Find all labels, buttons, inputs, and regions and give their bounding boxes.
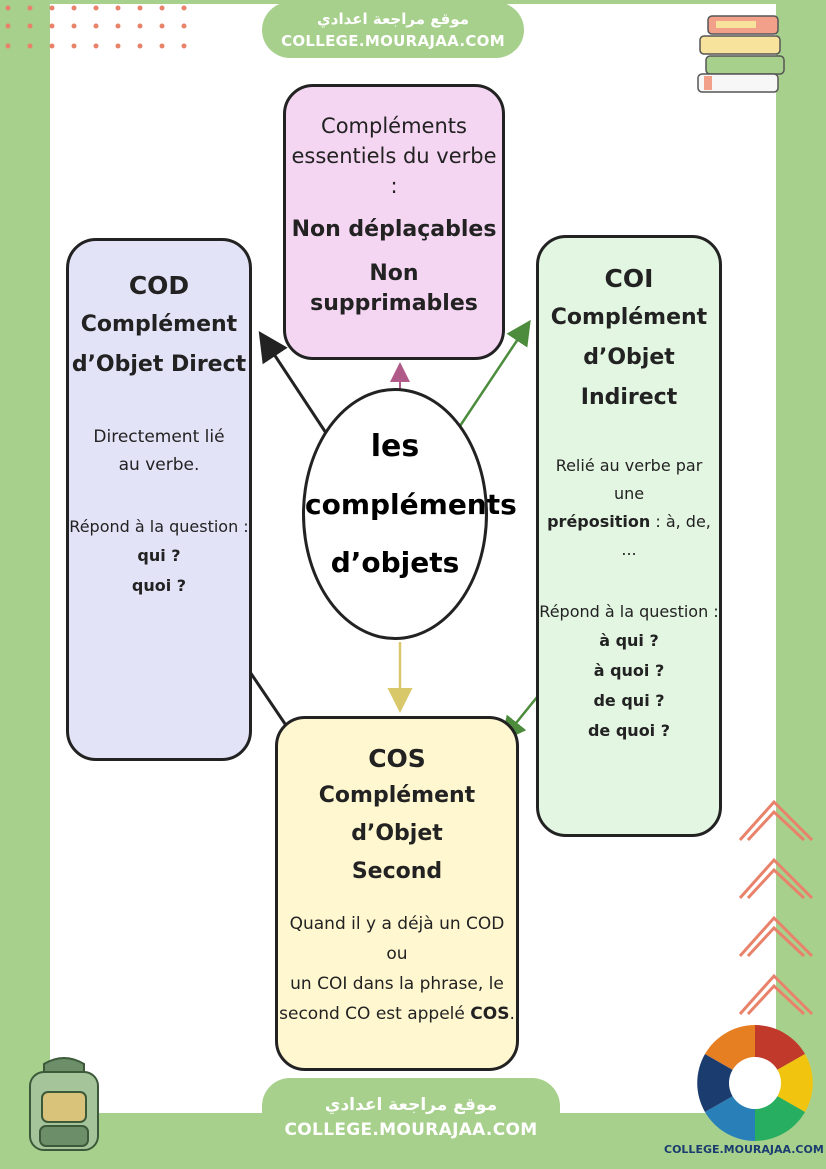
top-box-line3: Non déplaçables — [291, 217, 497, 242]
center-line-3: d’objets — [330, 546, 460, 579]
cos-desc-3: second CO est appelé COS. — [278, 999, 516, 1029]
top-box-line2: essentiels du verbe : — [291, 144, 497, 198]
cod-subtitle-2: d’Objet Direct — [71, 352, 247, 377]
cos-desc-2: un COI dans la phrase, le — [290, 974, 504, 994]
banner-arabic-title: موقع مراجعة اعدادي — [317, 10, 469, 28]
school-logo-icon — [697, 1025, 813, 1141]
cod-title: COD — [128, 271, 190, 300]
cos-desc-3-end: . — [509, 1004, 515, 1024]
footer-arabic-title: موقع مراجعة اعدادي — [324, 1095, 498, 1115]
cos-desc-3-plain: second CO est appelé — [279, 1004, 471, 1024]
coi-answer: à quoi ? — [593, 661, 665, 680]
coi-title: COI — [604, 264, 654, 293]
decorative-dots — [5, 5, 187, 49]
coi-answer: de qui ? — [593, 691, 665, 710]
cos-subtitle-1: Complément d’Objet — [318, 783, 476, 846]
coi-answer: à qui ? — [599, 631, 659, 650]
coi-question: Répond à la question : — [539, 602, 719, 621]
coi-desc-2: préposition : à, de, ... — [539, 508, 719, 564]
center-line-1: les — [370, 429, 420, 464]
cos-subtitle-2: Second — [351, 859, 443, 884]
coi-desc-2-rest: : à, de, ... — [621, 512, 711, 559]
footer-site-link[interactable]: COLLEGE.MOURAJAA.COM — [284, 1120, 538, 1140]
logo-caption: COLLEGE.MOURAJAA.COM — [664, 1143, 824, 1156]
cod-question: Répond à la question : — [69, 517, 249, 536]
coi-desc-1: Relié au verbe par une — [555, 456, 703, 503]
frame-right — [776, 0, 826, 1169]
cod-desc-2: au verbe. — [118, 455, 200, 475]
center-circle: les compléments d’objets — [302, 388, 517, 640]
cos-desc-1: Quand il y a déjà un COD ou — [289, 914, 505, 964]
cod-answer: quoi ? — [131, 576, 187, 595]
header-banner: موقع مراجعة اعدادي COLLEGE.MOURAJAA.COM — [262, 2, 524, 58]
coi-box: COI Complément d’Objet Indirect Relié au… — [536, 235, 722, 837]
coi-subtitle-2: d’Objet Indirect — [580, 345, 678, 410]
footer-banner: موقع مراجعة اعدادي COLLEGE.MOURAJAA.COM — [262, 1078, 560, 1168]
chevron-up-icon — [738, 799, 814, 1016]
cod-answer: qui ? — [137, 546, 181, 565]
cod-desc-1: Directement lié — [93, 427, 225, 447]
cod-box: COD Complément d’Objet Direct Directemen… — [66, 238, 252, 761]
coi-subtitle-1: Complément — [550, 305, 708, 330]
cos-desc-3-bold: COS — [470, 1004, 510, 1024]
coi-preposition: préposition — [547, 512, 651, 531]
banner-site-link[interactable]: COLLEGE.MOURAJAA.COM — [281, 32, 505, 50]
top-box-line1: Compléments — [321, 114, 467, 138]
cos-title: COS — [368, 744, 426, 773]
cod-subtitle-1: Complément — [80, 312, 238, 337]
coi-answer: de quoi ? — [587, 721, 671, 740]
top-box-line4: Non supprimables — [310, 261, 478, 316]
cos-box: COS Complément d’Objet Second Quand il y… — [275, 716, 519, 1071]
essential-complements-box: Compléments essentiels du verbe : Non dé… — [283, 84, 505, 360]
backpack-icon — [29, 1057, 99, 1151]
center-line-2: compléments — [305, 488, 517, 521]
frame-left — [0, 0, 50, 1169]
books-icon — [697, 15, 785, 93]
